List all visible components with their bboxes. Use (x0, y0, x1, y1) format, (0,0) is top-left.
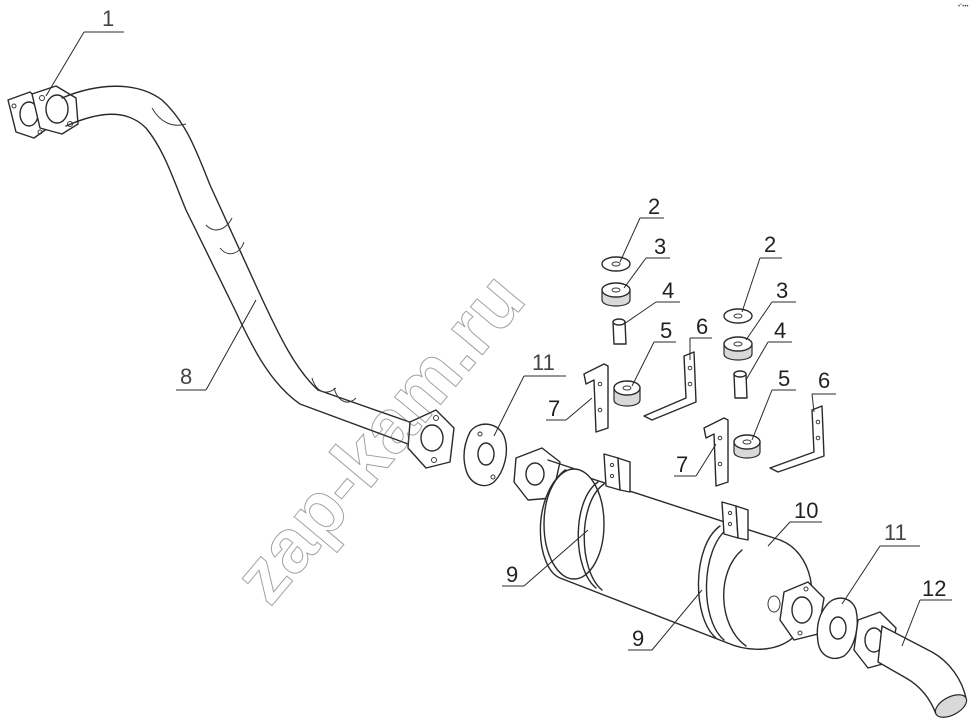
callout-labels: 1 2 3 4 5 6 7 2 3 4 5 6 7 8 11 9 9 10 11… (102, 6, 946, 651)
corner-mark: •"••• (958, 4, 969, 10)
tail-pipe (853, 611, 968, 718)
mount-set-left (583, 256, 697, 433)
callout-3-right: 3 (776, 278, 788, 303)
callout-4-left: 4 (662, 278, 674, 303)
callout-9-right: 9 (632, 626, 644, 651)
leader-lines (45, 31, 952, 651)
callout-1: 1 (102, 6, 114, 31)
callout-3-left: 3 (654, 234, 666, 259)
callout-2-left: 2 (648, 194, 660, 219)
callout-6-right: 6 (818, 368, 830, 393)
callout-5-right: 5 (778, 366, 790, 391)
callout-5-left: 5 (660, 318, 672, 343)
callout-2-right: 2 (764, 232, 776, 257)
callout-4-right: 4 (774, 318, 786, 343)
front-flange-pair (7, 85, 79, 139)
callout-11-left: 11 (532, 350, 555, 375)
callout-6-left: 6 (696, 314, 708, 339)
callout-9-left: 9 (506, 562, 518, 587)
callout-7-right: 7 (676, 452, 688, 477)
callout-7-left: 7 (548, 396, 560, 421)
callout-12: 12 (922, 576, 946, 601)
callout-8: 8 (180, 364, 192, 389)
callout-10: 10 (794, 498, 818, 523)
gasket-left (463, 423, 508, 487)
gasket-right (816, 597, 858, 660)
exhaust-pipe-front (61, 85, 455, 469)
callout-11-right: 11 (884, 520, 907, 545)
muffler-assembly (513, 447, 825, 650)
mount-set-right (703, 308, 825, 487)
